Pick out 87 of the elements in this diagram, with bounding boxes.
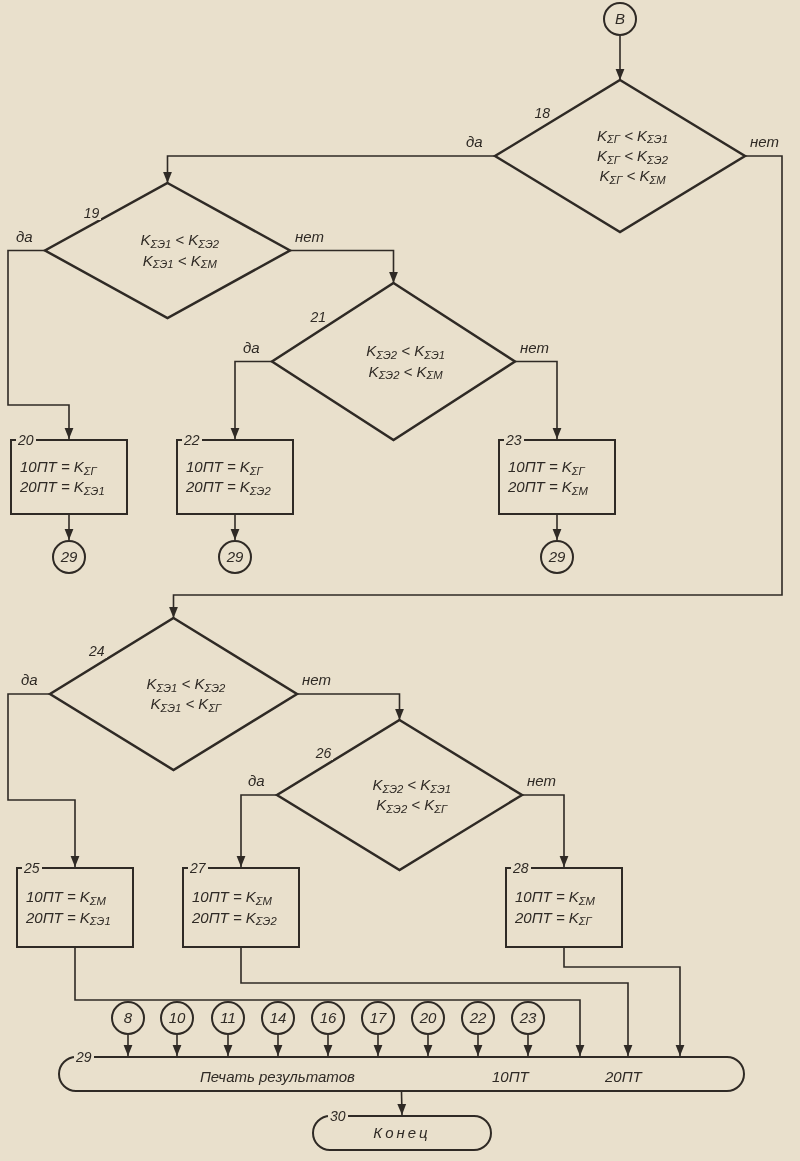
flow-arrow [172, 1034, 182, 1057]
condition-text: K$_{ΣЭ1}$ < K$_{ΣЭ2}$ [146, 673, 226, 694]
flow-arrow [223, 1034, 233, 1057]
condition-text: K$_{ΣГ}$ < K$_{ΣЭ2}$ [597, 145, 668, 167]
condition-text: K$_{ΣГ}$ < K$_{ΣЭ1}$ [597, 125, 668, 146]
connector-label: 23 [519, 1007, 537, 1028]
condition-text: K$_{ΣЭ2}$ < K$_{ΣМ}$ [368, 361, 443, 382]
flow-arrow [240, 947, 633, 1057]
flow-arrow [323, 1034, 333, 1057]
connector-label: 29 [548, 546, 566, 567]
flow-arrow [7, 249, 74, 440]
connector-label: 16 [319, 1007, 337, 1028]
assignment-text: 10ПТ = K$_{ΣГ}$ [508, 456, 587, 477]
assignment-text: 10ПТ = K$_{ΣМ}$ [26, 887, 107, 908]
flow-arrow [230, 360, 273, 440]
flow-arrow [615, 35, 625, 81]
condition-text: K$_{ΣГ}$ < K$_{ΣМ}$ [599, 166, 666, 187]
flow-arrow [473, 1034, 483, 1057]
flow-arrow [521, 794, 569, 868]
assignment-text: 10ПТ = K$_{ΣМ}$ [192, 887, 273, 908]
flow-arrow [163, 155, 496, 184]
step-number: 27 [188, 861, 208, 875]
connector-label: В [615, 8, 625, 29]
flow-arrow [552, 514, 562, 541]
flow-arrow [373, 1034, 383, 1057]
decision-diamond [495, 80, 745, 232]
terminator-text: Печать результатов [200, 1068, 355, 1085]
connector-label: 14 [269, 1007, 287, 1028]
flow-arrow [230, 514, 240, 541]
condition-text: K$_{ΣЭ2}$ < K$_{ΣЭ1}$ [366, 341, 445, 362]
assignment-text: 20ПТ = K$_{ΣЭ1}$ [26, 907, 112, 928]
connector-label: 10 [168, 1007, 186, 1028]
connector-label: 29 [60, 546, 78, 567]
flow-arrow [514, 360, 562, 440]
assignment-text: 20ПТ = K$_{ΣМ}$ [508, 477, 589, 498]
decision-diamond [50, 618, 297, 770]
edge-label: да [20, 672, 39, 687]
flow-arrow [296, 693, 404, 721]
step-number: 23 [504, 433, 524, 447]
flow-arrow [523, 1034, 533, 1057]
assignment-text: 20ПТ = K$_{ΣЭ2}$ [192, 907, 278, 928]
flow-arrow [7, 693, 80, 868]
decision-diamond [45, 183, 290, 318]
edge-label: да [465, 134, 484, 149]
assignment-text: 20ПТ = K$_{ΣЭ1}$ [20, 477, 106, 498]
step-number: 30 [328, 1109, 348, 1123]
step-number: 28 [511, 861, 531, 875]
connector-label: 11 [220, 1007, 236, 1028]
step-number: 25 [22, 861, 42, 875]
flow-arrow [123, 1034, 133, 1057]
assignment-text: 20ПТ = K$_{ΣГ}$ [515, 907, 594, 928]
terminator-text: Конец [373, 1122, 431, 1143]
connector-label: 22 [469, 1007, 487, 1028]
connector-label: 17 [369, 1007, 387, 1028]
step-number: 18 [532, 105, 553, 120]
flow-arrow [273, 1034, 283, 1057]
flow-arrow [423, 1034, 433, 1057]
condition-text: K$_{ΣЭ1}$ < K$_{ΣЭ2}$ [140, 230, 220, 251]
edge-label: да [242, 339, 261, 355]
edge-label: да [15, 228, 34, 244]
terminator-text: 20ПТ [605, 1068, 642, 1085]
connector-label: 8 [123, 1007, 133, 1028]
step-number: 19 [81, 205, 102, 220]
flow-arrow [64, 514, 74, 541]
step-number: 26 [313, 745, 334, 760]
step-number: 20 [16, 433, 36, 447]
step-number: 22 [182, 433, 202, 447]
terminator-text: 10ПТ [492, 1068, 529, 1085]
flow-arrow [397, 1091, 407, 1116]
edge-label: да [247, 773, 266, 788]
step-number: 21 [308, 309, 328, 324]
step-number: 29 [74, 1050, 94, 1064]
connector-label: 20 [419, 1007, 437, 1028]
flow-arrow [236, 794, 278, 868]
condition-text: K$_{ΣЭ1}$ < K$_{ΣГ}$ [150, 694, 222, 715]
flow-arrow [74, 947, 585, 1057]
step-number: 24 [87, 643, 107, 658]
flow-arrow [563, 947, 685, 1057]
condition-text: K$_{ΣЭ2}$ < K$_{ΣГ}$ [376, 795, 448, 816]
assignment-text: 20ПТ = K$_{ΣЭ2}$ [186, 477, 272, 498]
flow-arrow [169, 155, 783, 619]
condition-text: K$_{ΣЭ2}$ < K$_{ΣЭ1}$ [372, 774, 452, 795]
assignment-text: 10ПТ = K$_{ΣГ}$ [186, 456, 265, 477]
assignment-text: 10ПТ = K$_{ΣГ}$ [20, 456, 99, 477]
condition-text: K$_{ΣЭ1}$ < K$_{ΣМ}$ [142, 250, 217, 271]
connector-label: 29 [226, 546, 244, 567]
assignment-text: 10ПТ = K$_{ΣМ}$ [515, 887, 596, 908]
